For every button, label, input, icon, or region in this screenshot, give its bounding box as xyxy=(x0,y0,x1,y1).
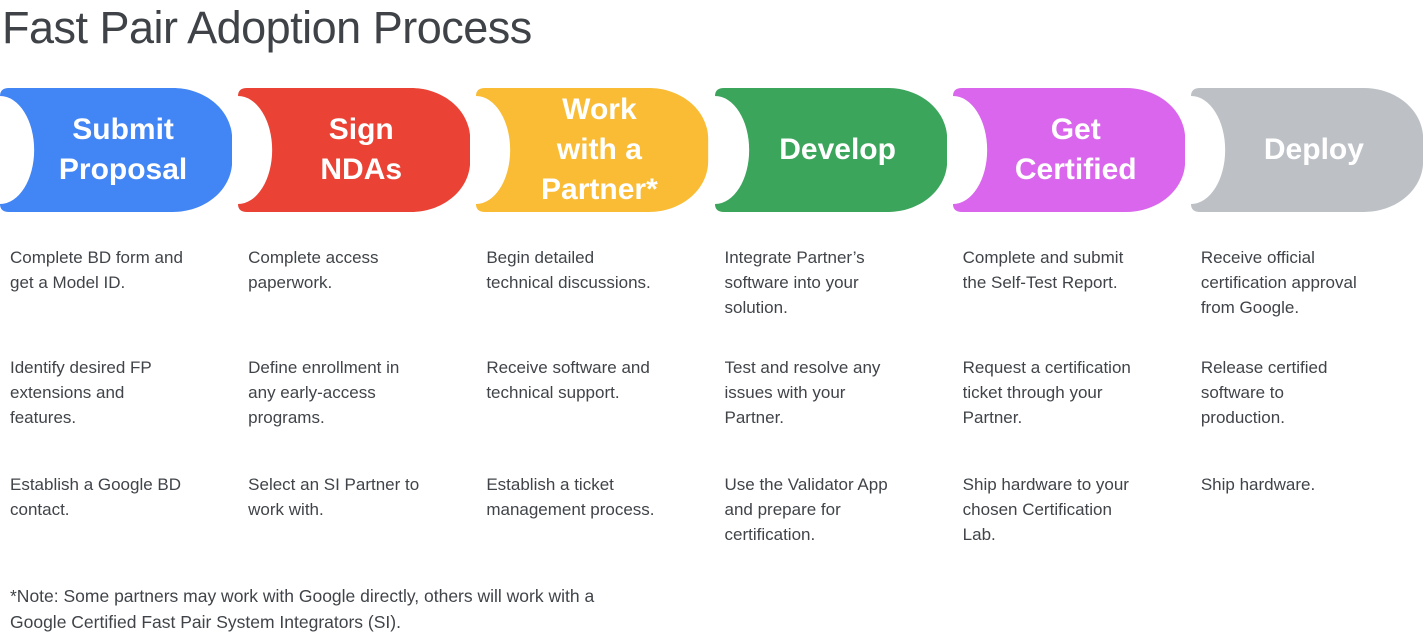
stage-step: Begin detailed technical discussions. xyxy=(486,248,651,292)
stage-pill-shape xyxy=(476,88,709,212)
stage-step: Select an SI Partner to work with. xyxy=(248,475,420,519)
page-title: Fast Pair Adoption Process xyxy=(2,2,532,53)
stage-step: Request a certification ticket through y… xyxy=(962,358,1131,427)
stage-pill: Submit Proposal xyxy=(0,88,233,212)
stage-step: Establish a ticket management process. xyxy=(486,475,655,519)
stage-step: Release certified software to production… xyxy=(1200,358,1328,427)
stage-step: Ship hardware to your chosen Certificati… xyxy=(962,475,1129,544)
stage-title: Submit Proposal xyxy=(58,113,188,186)
stage-pill-path xyxy=(1190,88,1423,212)
stage-pill: Sign NDAs xyxy=(238,88,471,212)
stage-column-develop: Develop Integrate Partner’s software int… xyxy=(714,88,947,552)
stage-pill-shape xyxy=(238,88,471,212)
stage-steps: Complete BD form and get a Model ID. Ide… xyxy=(0,212,232,552)
stage-step: Use the Validator App and prepare for ce… xyxy=(724,475,888,544)
stage-pill-shape xyxy=(952,88,1185,212)
stage-column-work-with-a-partner: Work with a Partner* Begin detailed tech… xyxy=(476,88,709,552)
stage-step: Integrate Partner’s software into your s… xyxy=(724,248,865,317)
stage-step: Receive software and technical support. xyxy=(486,358,650,402)
stage-pill-path xyxy=(714,88,947,212)
stage-column-deploy: Deploy Receive official certification ap… xyxy=(1190,88,1423,552)
stage-pill-path xyxy=(238,88,471,212)
stage-pill: Work with a Partner* xyxy=(476,88,709,212)
stage-step: Receive official certification approval … xyxy=(1200,248,1357,317)
stage-title: Sign NDAs xyxy=(320,113,403,186)
stage-pill: Deploy xyxy=(1190,88,1423,212)
stage-steps: Complete and submit the Self-Test Report… xyxy=(953,212,1185,552)
stage-title: Deploy xyxy=(1263,133,1364,166)
stage-pill-shape xyxy=(0,88,233,212)
stage-title: Develop xyxy=(779,133,896,166)
stage-pill-shape xyxy=(714,88,947,212)
stage-pill-path xyxy=(952,88,1185,212)
stage-step: Complete BD form and get a Model ID. xyxy=(10,248,183,292)
stage-column-submit-proposal: Submit Proposal Complete BD form and get… xyxy=(0,88,233,552)
stage-step: Test and resolve any issues with your Pa… xyxy=(724,358,881,427)
footnote: *Note: Some partners may work with Googl… xyxy=(10,586,595,632)
stage-pill-shape xyxy=(1190,88,1423,212)
stage-title: Work with a Partner* xyxy=(541,93,658,206)
stage-title: Get Certified xyxy=(1014,113,1137,186)
stage-steps: Integrate Partner’s software into your s… xyxy=(715,212,947,552)
stage-step: Establish a Google BD contact. xyxy=(10,475,182,519)
stage-steps: Receive official certification approval … xyxy=(1191,212,1423,552)
stage-steps: Begin detailed technical discussions. Re… xyxy=(476,212,708,552)
stage-step: Complete and submit the Self-Test Report… xyxy=(962,248,1124,292)
stage-step: Complete access paperwork. xyxy=(248,248,379,292)
stage-pill-path xyxy=(0,88,233,212)
stage-pill: Develop xyxy=(714,88,947,212)
stage-step: Identify desired FP extensions and featu… xyxy=(10,358,152,427)
stage-column-get-certified: Get Certified Complete and submit the Se… xyxy=(952,88,1185,552)
stage-pill: Get Certified xyxy=(952,88,1185,212)
stage-column-sign-ndas: Sign NDAs Complete access paperwork. Def… xyxy=(238,88,471,552)
stages-row: Submit Proposal Complete BD form and get… xyxy=(0,88,1423,552)
stage-step: Ship hardware. xyxy=(1200,475,1316,494)
stage-step: Define enrollment in any early-access pr… xyxy=(248,358,400,427)
stage-pill-path xyxy=(476,88,709,212)
stage-steps: Complete access paperwork. Define enroll… xyxy=(238,212,470,552)
